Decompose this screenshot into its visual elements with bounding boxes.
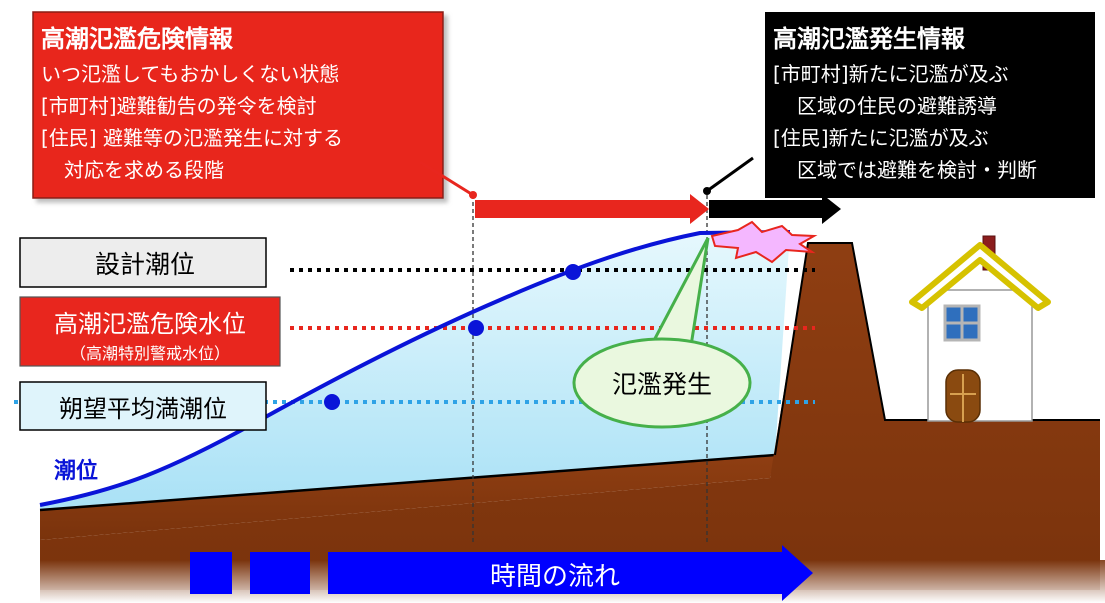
seabed-line [39, 453, 776, 512]
time-flow-label: 時間の流れ [490, 562, 620, 592]
mean-level-label: 朔望平均満潮位 [59, 395, 227, 423]
water-body [40, 232, 790, 510]
tide-point-mean [324, 394, 340, 410]
danger-level-label: 高潮氾濫危険水位 [54, 310, 246, 338]
time-flow-arrow [328, 545, 813, 601]
occurrence-info-line-2: 区域の住民の避難誘導 [797, 94, 997, 118]
occurrence-info-line-4: 区域では避難を検討・判断 [797, 158, 1037, 182]
design-level-label: 設計潮位 [95, 250, 195, 279]
occurrence-connector [706, 156, 754, 193]
tide-point-design [565, 264, 581, 280]
occurrence-phase-arrow [709, 194, 841, 224]
danger-level-box [19, 296, 281, 367]
design-level-box [19, 237, 267, 288]
tide-curve [39, 230, 791, 507]
house-icon [909, 235, 1051, 423]
danger-info-panel [32, 11, 444, 199]
danger-phase-arrow [475, 194, 709, 224]
flood-burst-icon [710, 220, 818, 264]
tide-label: 潮位 [54, 458, 98, 484]
danger-connector [419, 160, 474, 197]
flood-callout-bubble [572, 337, 752, 429]
time-block-2 [250, 552, 310, 594]
mean-level-box [19, 381, 267, 431]
danger-level-sublabel: （高潮特別警戒水位） [70, 344, 230, 363]
tide-point-danger [468, 320, 484, 336]
occurrence-connector-dot [703, 187, 711, 195]
embankment [40, 243, 1100, 590]
danger-connector-dot [469, 191, 477, 199]
time-block-1 [190, 552, 232, 594]
danger-info-line-2: [市町村]避難勧告の発令を検討 [41, 94, 317, 118]
danger-info-title: 高潮氾濫危険情報 [41, 25, 234, 53]
danger-info-line-3: [住民] 避難等の氾濫発生に対する [41, 126, 343, 150]
seabed-soil [40, 455, 775, 540]
occurrence-info-panel [765, 12, 1095, 198]
flood-callout-label: 氾濫発生 [612, 370, 712, 399]
occurrence-info-line-3: [住民]新たに氾濫が及ぶ [773, 126, 989, 150]
danger-info-line-1: いつ氾濫してもおかしくない状態 [41, 62, 339, 86]
danger-info-line-4: 対応を求める段階 [64, 158, 224, 182]
occurrence-info-line-1: [市町村]新たに氾濫が及ぶ [773, 62, 1009, 86]
occurrence-info-title: 高潮氾濫発生情報 [773, 25, 966, 53]
